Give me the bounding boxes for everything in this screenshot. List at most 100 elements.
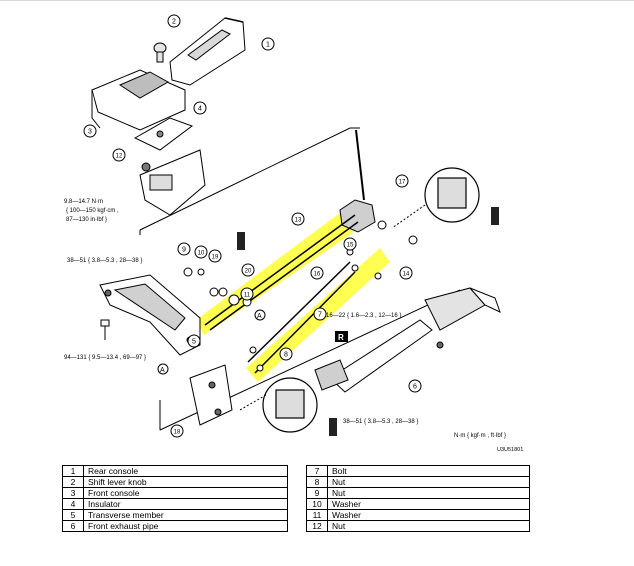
view-marker: R <box>338 333 344 342</box>
callout-number: 6 <box>413 384 417 391</box>
callout-circle <box>187 334 201 348</box>
callout-number: 4 <box>198 106 202 113</box>
callout-circle <box>177 242 191 256</box>
view-label-a-1: A <box>257 313 262 320</box>
part-name: Nut <box>327 487 530 499</box>
callout-circle <box>193 101 207 115</box>
part-name: Washer <box>327 498 530 510</box>
part-name: Bolt <box>327 465 530 477</box>
part-number: 5 <box>62 509 84 521</box>
shift-lever-assembly <box>339 129 387 233</box>
callout-number: 18 <box>174 430 181 436</box>
torque-text-12b: { 100—150 kgf·cm , <box>66 208 119 214</box>
part-number: 3 <box>62 487 84 499</box>
insulator-part <box>133 117 194 151</box>
part-name: Front exhaust pipe <box>83 520 288 532</box>
part-number: 10 <box>306 498 328 510</box>
part-number: 12 <box>306 520 328 532</box>
fasteners <box>100 235 418 372</box>
extension-bar-part <box>247 261 356 374</box>
callout-circle <box>208 249 222 263</box>
bracket-view-a <box>189 364 233 426</box>
torque-wrench-icon <box>237 207 499 436</box>
callout-number: 3 <box>88 129 92 136</box>
torque-text-7: 16—22 { 1.6—2.3 , 12—16 } <box>326 313 401 319</box>
torque-text-18: 38—51 { 3.8—5.3 , 28—38 } <box>343 419 418 425</box>
callout-circle <box>310 266 324 280</box>
callout-number: 19 <box>212 255 219 261</box>
callout-circle <box>170 424 184 438</box>
part-name: Nut <box>327 476 530 488</box>
part-number: 1 <box>62 465 84 477</box>
shift-rod-part <box>204 214 359 331</box>
transverse-member-part <box>99 274 201 356</box>
view-label-a-circle-1 <box>254 309 266 321</box>
callout-number: 12 <box>116 154 123 160</box>
callout-circle <box>395 174 409 188</box>
callout-circle <box>240 287 254 301</box>
callout-number: 1 <box>266 42 270 49</box>
front-exhaust-pipe-part <box>314 287 501 393</box>
callout-number: 15 <box>347 243 354 249</box>
part-name: Transverse member <box>83 509 288 521</box>
part-name: Washer <box>327 509 530 521</box>
callout-circle <box>279 347 293 361</box>
callout-number: 16 <box>314 272 321 278</box>
part-number: 9 <box>306 487 328 499</box>
detail-leader-lines <box>239 204 426 411</box>
torque-text-12c: 87—130 in·lbf } <box>66 217 107 223</box>
callout-number: 20 <box>245 269 252 275</box>
part-number: 6 <box>62 520 84 532</box>
part-number: 11 <box>306 509 328 521</box>
torque-text-12a: 9.8—14.7 N·m <box>64 199 103 205</box>
part-number: 7 <box>306 465 328 477</box>
callout-number: 14 <box>403 272 410 278</box>
callout-number: 8 <box>284 352 288 359</box>
callout-circle <box>399 266 413 280</box>
part-name: Insulator <box>83 498 288 510</box>
callout-number: 13 <box>295 218 302 224</box>
floor-bracket <box>139 149 206 216</box>
callout-circle <box>194 245 208 259</box>
rear-console-part <box>169 17 246 86</box>
part-name: Front console <box>83 487 288 499</box>
part-number: 8 <box>306 476 328 488</box>
shift-knob-part <box>153 42 167 63</box>
part-number: 4 <box>62 498 84 510</box>
callout-circle <box>261 37 275 51</box>
part-number: 2 <box>62 476 84 488</box>
callout-circle <box>83 124 97 138</box>
figure-code: U3U51801 <box>497 447 523 453</box>
callout-circle <box>291 212 305 226</box>
callout-number: 5 <box>192 339 196 346</box>
detail-view-circles <box>262 167 480 433</box>
torque-text-9: 38—51 { 3.8—5.3 , 28—38 } <box>67 258 142 264</box>
part-name: Shift lever knob <box>83 476 288 488</box>
callout-circle <box>112 148 126 162</box>
torque-text-5: 94—131 { 9.5—13.4 , 69—97 } <box>64 355 146 361</box>
callout-number: 11 <box>244 293 251 299</box>
front-console-part <box>91 69 186 131</box>
part-name: Nut <box>327 520 530 532</box>
part-name: Rear console <box>83 465 288 477</box>
callout-number: 2 <box>172 19 176 26</box>
callout-circle <box>167 14 181 28</box>
callout-number: 17 <box>399 180 406 186</box>
callout-number: 9 <box>182 247 186 254</box>
callout-circle <box>408 379 422 393</box>
